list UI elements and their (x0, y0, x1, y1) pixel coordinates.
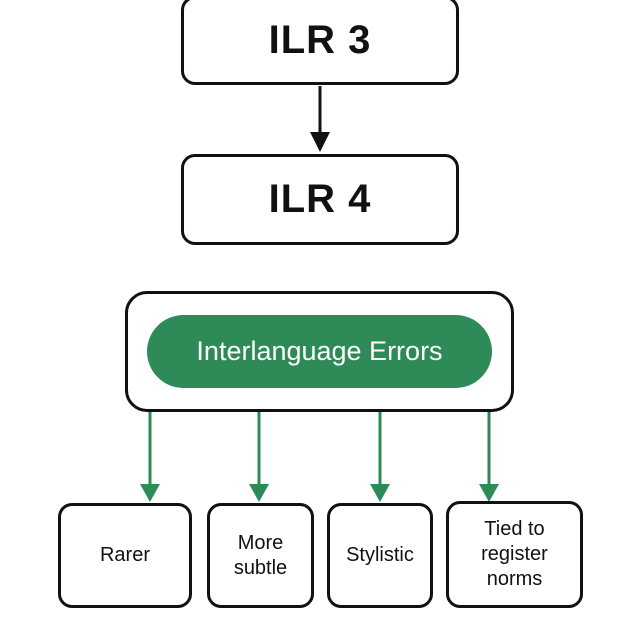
trait-arrow (370, 412, 390, 502)
trait-arrow (479, 412, 499, 502)
trait-box-more-subtle: More subtle (207, 503, 314, 608)
trait-arrow (249, 412, 269, 502)
ilr-3-label: ILR 3 (268, 18, 372, 62)
trait-label: Tied to register norms (481, 518, 548, 590)
trait-label: Rarer (99, 544, 150, 566)
trait-label: Stylistic (346, 544, 414, 566)
interlanguage-errors-label: Interlanguage Errors (196, 336, 443, 366)
ilr-3-box: ILR 3 (181, 0, 459, 85)
level-arrow (310, 86, 330, 152)
trait-box-stylistic: Stylistic (327, 503, 433, 608)
interlanguage-errors-pill: Interlanguage Errors (147, 315, 492, 388)
ilr-4-box: ILR 4 (181, 154, 459, 245)
trait-label: More subtle (233, 531, 288, 579)
trait-box-tied-to-register-norms: Tied to register norms (446, 501, 583, 608)
interlanguage-errors-box: Interlanguage Errors (125, 291, 514, 412)
trait-arrow (140, 412, 160, 502)
trait-box-rarer: Rarer (58, 503, 192, 608)
ilr-4-label: ILR 4 (268, 177, 372, 221)
